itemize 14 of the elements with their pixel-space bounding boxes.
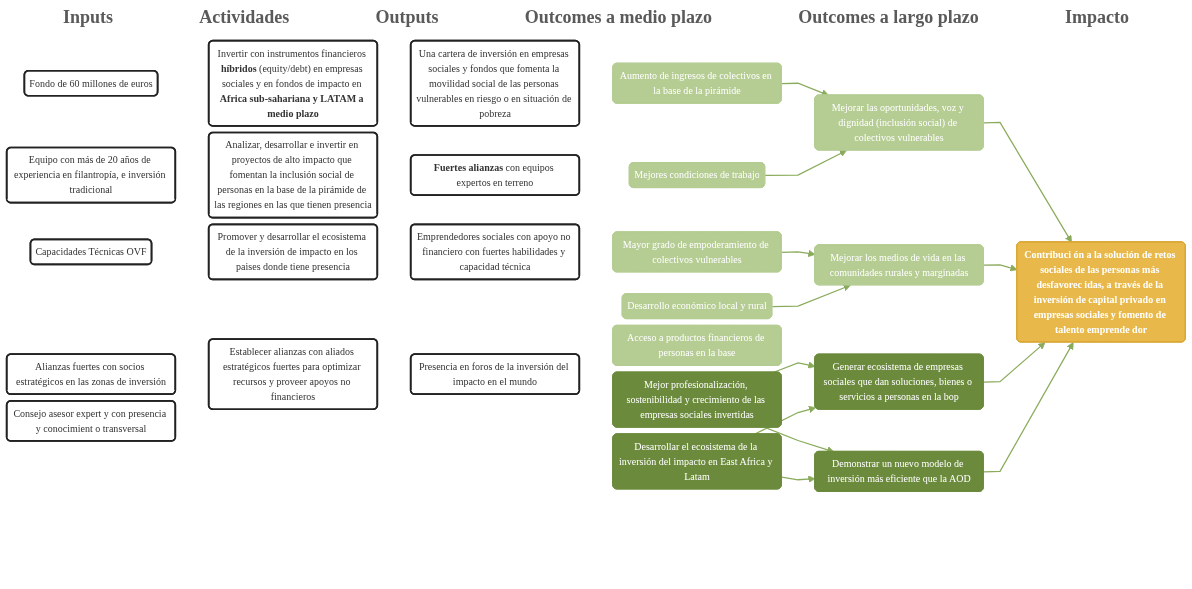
arrow [781, 475, 816, 483]
arrow [781, 249, 816, 258]
column-heading: Inputs [63, 6, 114, 28]
column-heading: Actividades [199, 6, 290, 28]
column-heading: Outcomes a medio plazo [524, 6, 713, 28]
column-heading: Outputs [375, 6, 439, 28]
column-heading: Impacto [1064, 6, 1129, 28]
arrow [983, 264, 1018, 272]
arrow [983, 121, 1072, 243]
arrow [764, 150, 847, 177]
arrow [983, 342, 1046, 383]
column-heading: Outcomes a largo plazo [798, 6, 979, 28]
arrow [983, 342, 1074, 473]
arrow [771, 284, 851, 308]
